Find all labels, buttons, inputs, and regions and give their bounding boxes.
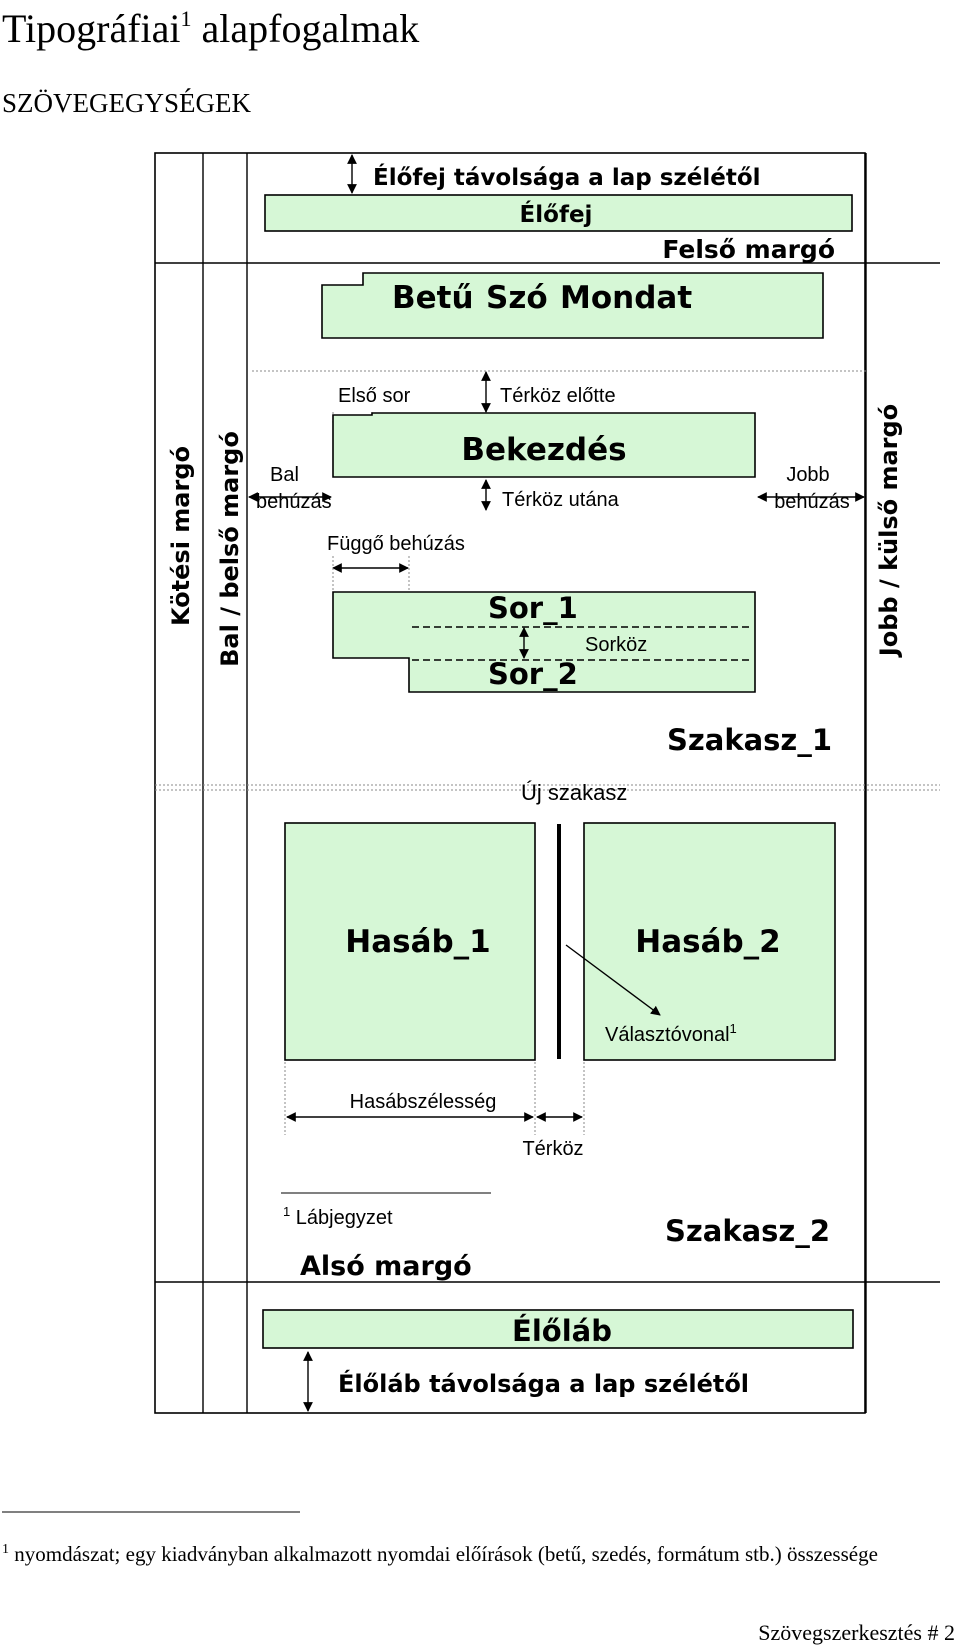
text-units-box — [321, 272, 824, 339]
sentence-label: Mondat — [560, 280, 692, 316]
paragraph-box — [332, 412, 756, 478]
page-subtitle: SZÖVEGEGYSÉGEK — [2, 88, 251, 118]
top-margin-label: Felső margó — [662, 235, 835, 264]
space-after-label: Térköz utána — [502, 489, 620, 511]
line-1-label: Sor_1 — [488, 591, 578, 625]
space-before-label: Térköz előtte — [500, 385, 616, 407]
column-1-box — [284, 822, 536, 1061]
separator-pointer-arrow — [565, 944, 661, 1016]
word-label: Szó — [486, 280, 548, 316]
left-inner-margin-label: Bal / belső margó — [216, 431, 244, 667]
section-2-label: Szakasz_2 — [665, 1214, 830, 1248]
footer-distance-label: Élőláb távolsága a lap szélétől — [338, 1369, 749, 1398]
paragraph-label: Bekezdés — [461, 432, 626, 468]
column-1-label: Hasáb_1 — [345, 924, 491, 960]
right-indent-label-1: Jobb — [786, 464, 829, 486]
separator-label: Választóvonal1 — [605, 1021, 737, 1046]
line-spacing-label: Sorköz — [585, 634, 647, 656]
lines-box — [332, 591, 756, 693]
bottom-margin-label: Alsó margó — [300, 1251, 472, 1282]
header-box — [264, 194, 853, 232]
right-outer-margin-label: Jobb / külső margó — [875, 404, 903, 658]
first-line-label: Első sor — [338, 385, 411, 407]
left-indent-label-1: Bal — [270, 464, 299, 486]
page-footer: Szövegszerkesztés # 2 — [758, 1620, 955, 1645]
footer-label: Élőláb — [512, 1314, 612, 1348]
header-label: Élőfej — [520, 200, 593, 228]
binding-margin-label: Kötési margó — [167, 446, 195, 626]
footer-box — [262, 1309, 854, 1349]
footnote-label: 1 Lábjegyzet — [283, 1204, 393, 1229]
page-footnote: 1 nyomdászat; egy kiadványban alkalmazot… — [2, 1542, 878, 1566]
hanging-indent-label: Függő behúzás — [327, 533, 465, 555]
column-2-label: Hasáb_2 — [635, 924, 781, 960]
new-section-label: Új szakasz — [521, 780, 627, 805]
right-indent-label-2: behúzás — [774, 491, 850, 513]
section-1-label: Szakasz_1 — [667, 723, 832, 757]
page-frame — [154, 152, 866, 1414]
header-distance-label: Élőfej távolsága a lap szélétől — [373, 163, 761, 191]
left-indent-label-2: behúzás — [256, 491, 332, 513]
line-2-label: Sor_2 — [488, 657, 578, 691]
page-title: Tipográfiai1 alapfogalmak — [2, 6, 419, 51]
column-2-box — [583, 822, 836, 1061]
gap-label: Térköz — [522, 1138, 583, 1160]
letter-label: Betű — [392, 280, 474, 316]
column-width-label: Hasábszélesség — [350, 1091, 497, 1113]
